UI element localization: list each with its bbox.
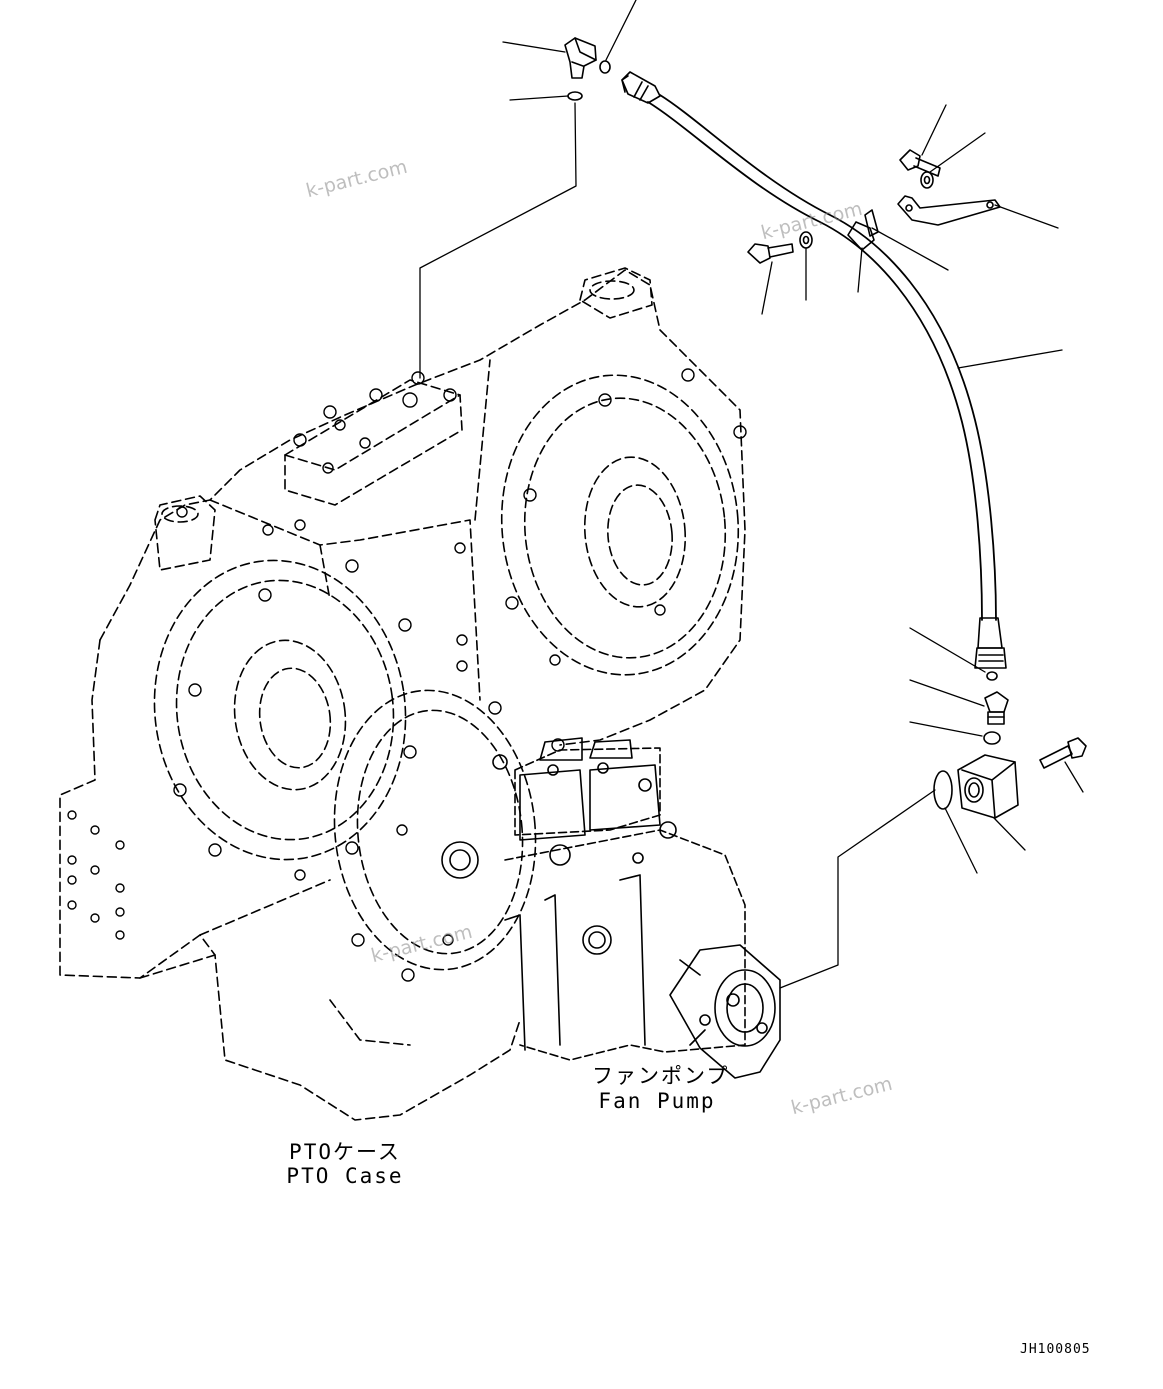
leader-lines [419, 0, 1084, 989]
main-pump [441, 737, 746, 1061]
drawing-code: JH100805 [1020, 1342, 1091, 1357]
bracket [897, 195, 1001, 226]
pto-case-label-jp: PTOケース [289, 1140, 401, 1164]
washer-upper [920, 171, 934, 189]
pto-case [59, 267, 746, 1121]
elbow-fitting [564, 37, 597, 79]
fan-pump-label-en: Fan Pump [598, 1089, 716, 1113]
fan-pump-label-jp: ファンポンプ [592, 1064, 730, 1088]
o-ring-top-right [599, 60, 611, 74]
split-flange-block [957, 754, 1019, 819]
o-ring-top-left [567, 91, 583, 101]
o-ring-lower-2 [983, 731, 1001, 745]
hose-assembly [621, 71, 1007, 669]
o-ring-lower-1 [986, 671, 998, 681]
bolt-upper [899, 149, 941, 177]
bolt-lower [1039, 737, 1087, 769]
pto-case-label-en: PTO Case [286, 1164, 404, 1188]
bolt-middle [747, 243, 794, 264]
fan-pump [669, 944, 781, 1079]
flange-o-ring [933, 770, 953, 810]
adapter-fitting [984, 691, 1009, 725]
pto-case-bolts [67, 368, 747, 982]
